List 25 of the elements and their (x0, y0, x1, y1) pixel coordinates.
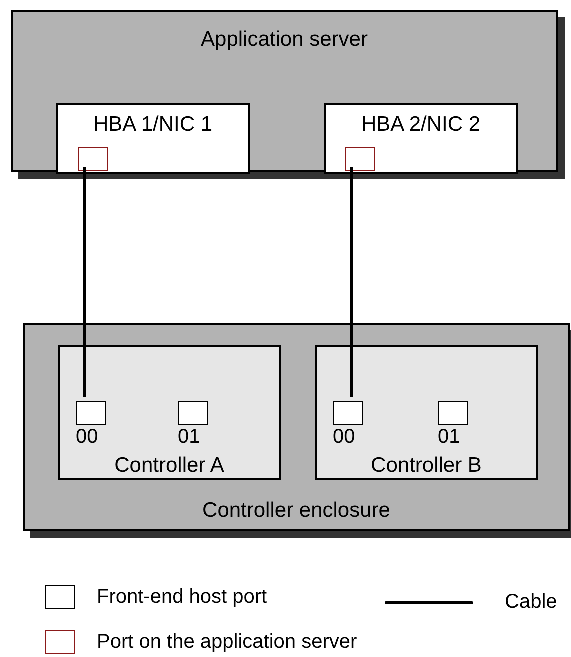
cable-line (350, 167, 354, 397)
port-number: 01 (178, 426, 200, 449)
node-label: Controller B (370, 454, 483, 478)
node-label: HBA 2/NIC 2 (360, 113, 482, 137)
port-number: 01 (438, 426, 460, 449)
controller-box (315, 345, 538, 480)
host-port-box (178, 401, 208, 425)
legend-label: Front-end host port (97, 586, 268, 609)
adapter-box (324, 103, 518, 174)
legend-label: Cable (505, 591, 558, 614)
node-label: Controller A (114, 454, 226, 478)
node-label: HBA 1/NIC 1 (92, 113, 214, 137)
port-number: 00 (333, 426, 356, 449)
adapter-box (56, 103, 250, 174)
controller-box (58, 345, 281, 480)
server-port-box (78, 147, 108, 171)
host-port-box (76, 401, 106, 425)
node-label: Controller enclosure (202, 499, 392, 523)
cable-line (84, 167, 86, 397)
host-port-box (438, 401, 468, 425)
port-number: 00 (76, 426, 98, 449)
legend-label: Port on the application server (97, 631, 358, 654)
host-port-box (333, 401, 363, 425)
node-label: Application server (200, 28, 369, 52)
server-port-box (345, 147, 375, 171)
